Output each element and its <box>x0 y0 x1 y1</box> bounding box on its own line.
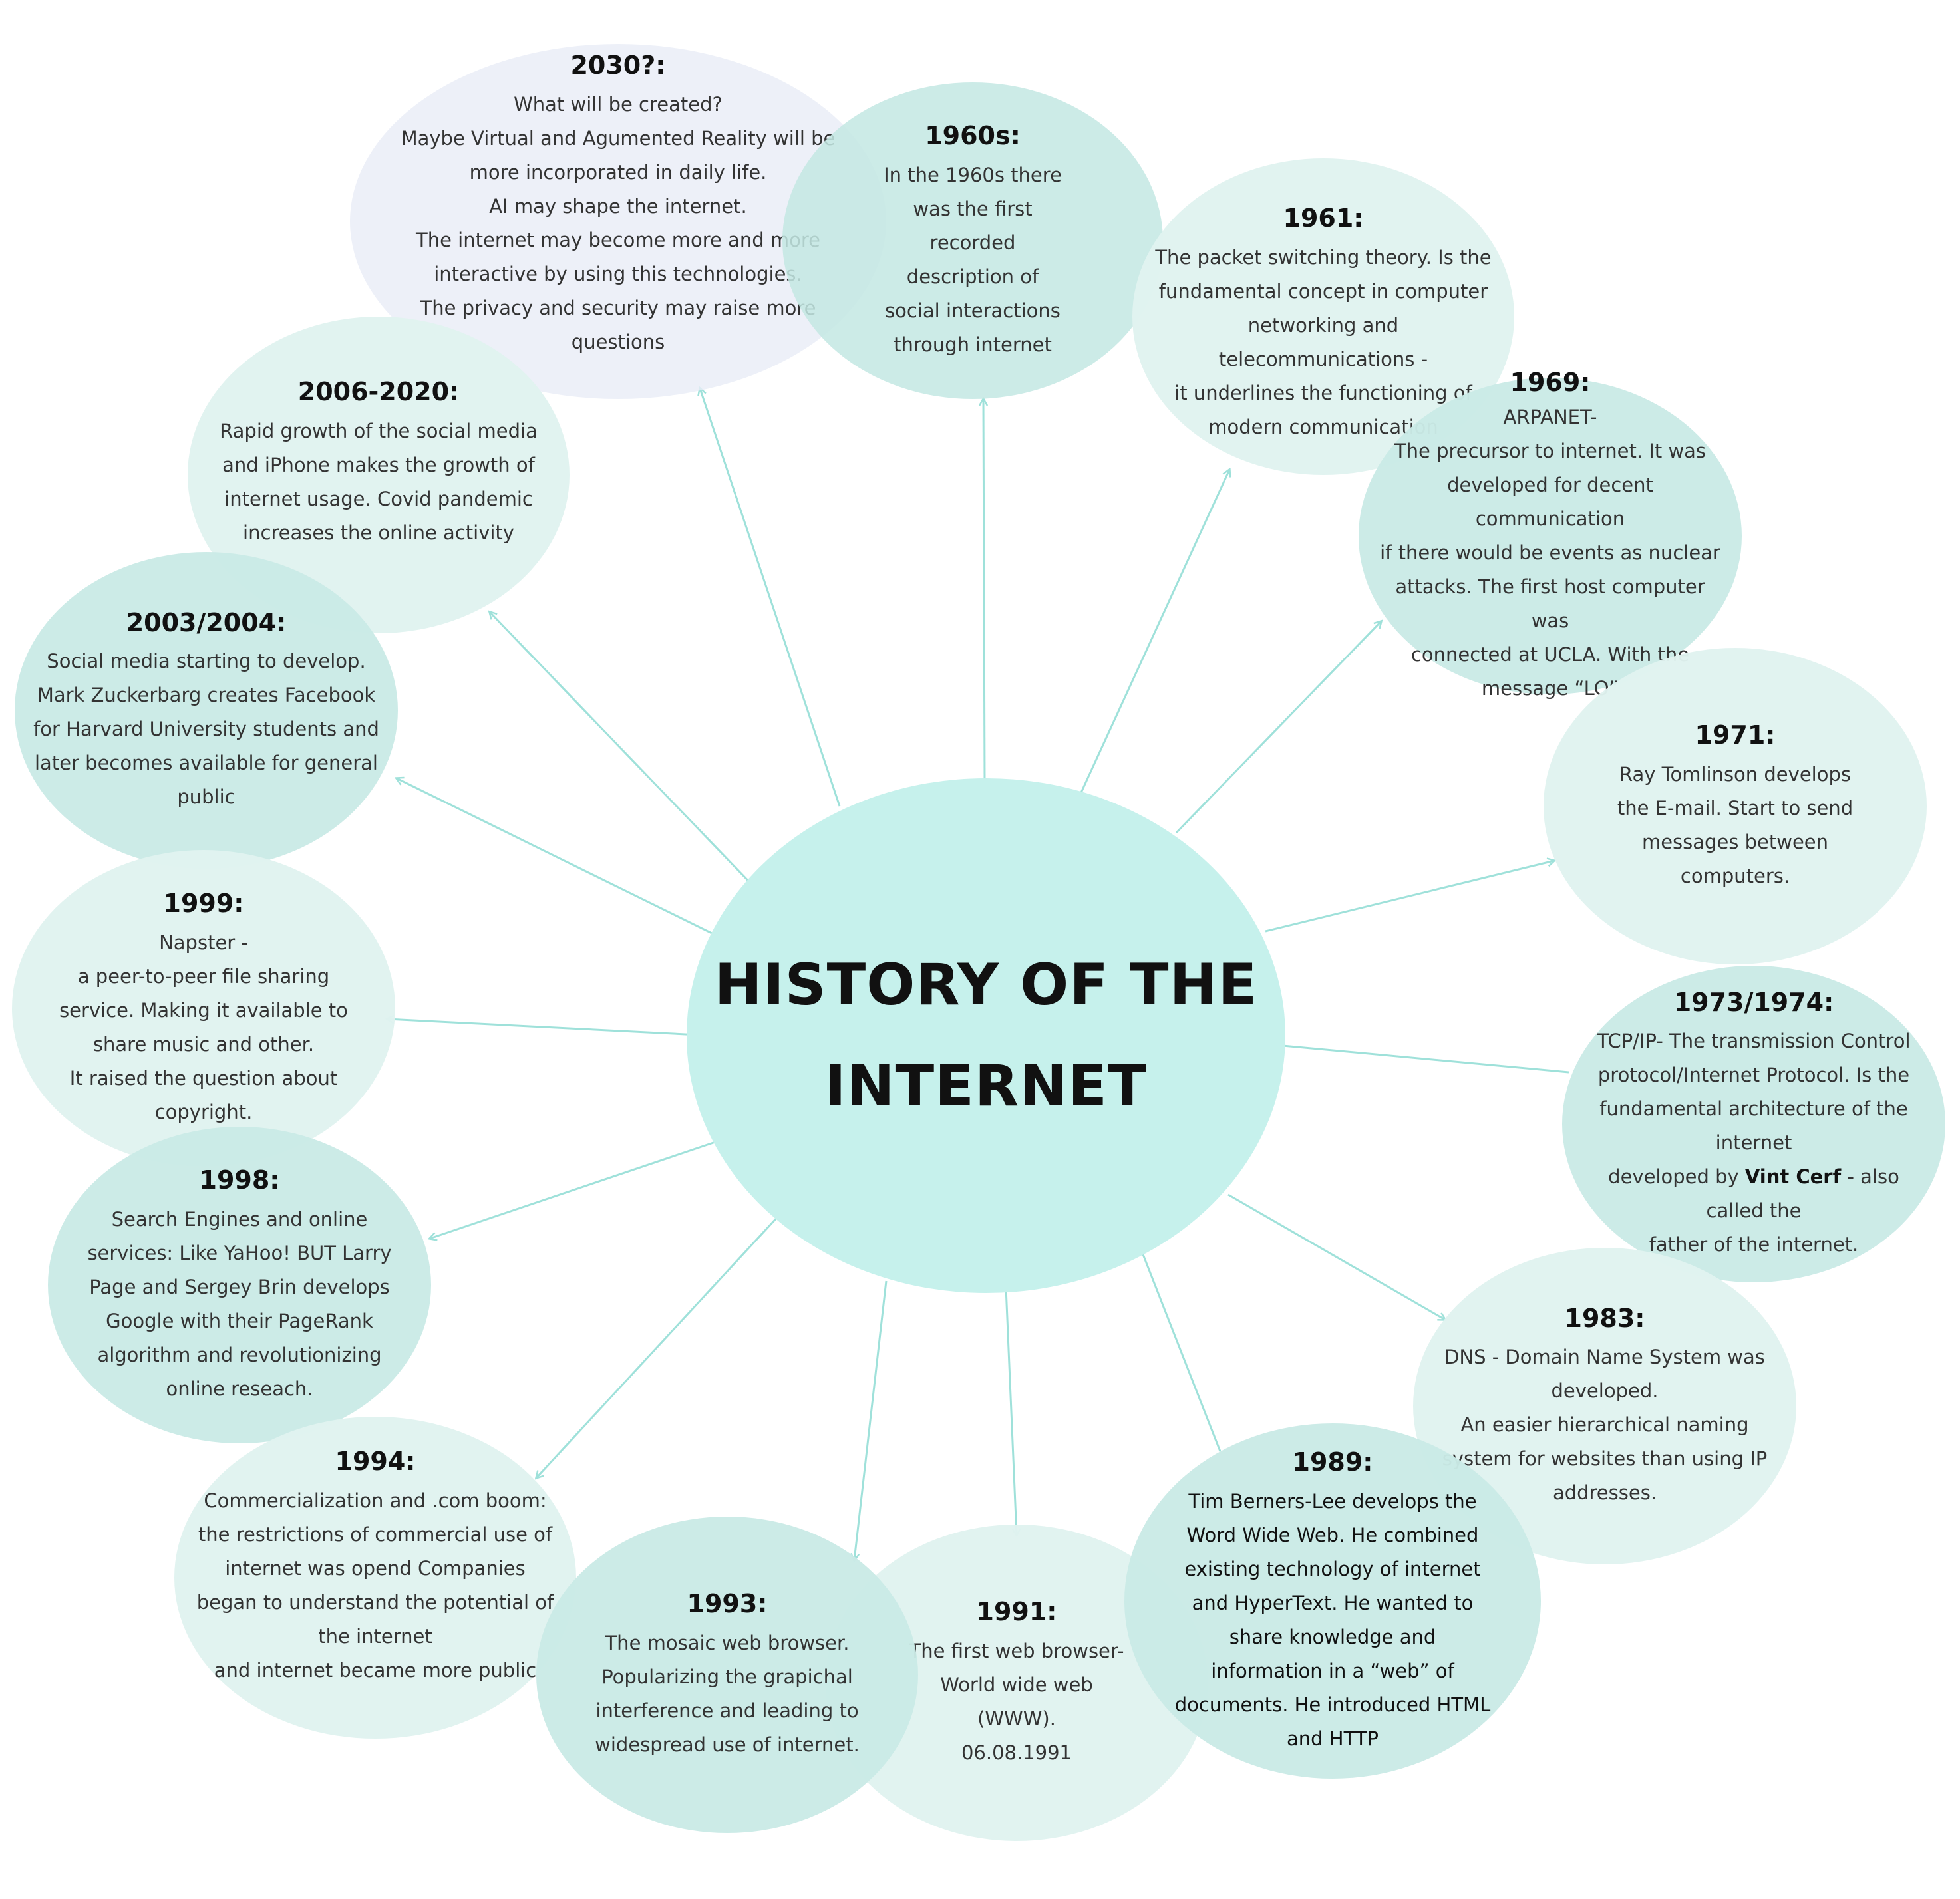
node-2030-text: What will be created? Maybe Virtual and … <box>401 92 836 353</box>
node-1983: 1983: DNS - Domain Name System was devel… <box>1413 1248 1796 1564</box>
node-1989: 1989: Tim Berners-Lee develops the Word … <box>1124 1423 1541 1779</box>
node-1994: 1994: Commercialization and .com boom: t… <box>174 1417 576 1739</box>
node-2003-text: Social media starting to develop. Mark Z… <box>33 650 379 809</box>
arrow-to-1969 <box>1175 621 1381 834</box>
node-1994-year: 1994: <box>335 1447 416 1477</box>
node-1999: 1999: Napster - a peer-to-peer file shar… <box>12 850 395 1167</box>
arrow-to-1991 <box>1005 1287 1017 1535</box>
node-1973-year: 1973/1974: <box>1673 987 1834 1017</box>
arrow-to-1960s <box>983 399 985 783</box>
arrow-to-1999 <box>387 1019 699 1036</box>
node-1960s-year: 1960s: <box>925 121 1021 151</box>
node-1998-year: 1998: <box>199 1165 280 1195</box>
line-to-1973 <box>1282 1044 1569 1074</box>
node-2006-text: Rapid growth of the social media and iPh… <box>220 419 538 544</box>
vint-cerf-name: Vint Cerf <box>1744 1165 1842 1189</box>
node-1999-text: Napster - a peer-to-peer file sharing se… <box>59 931 348 1123</box>
node-1961-year: 1961: <box>1283 204 1364 233</box>
arrow-to-2003 <box>397 778 714 935</box>
node-2003-year: 2003/2004: <box>126 607 287 637</box>
arrow-to-1998 <box>430 1140 718 1239</box>
node-1960s-text: In the 1960s there was the first recorde… <box>884 163 1062 356</box>
node-1983-year: 1983: <box>1564 1303 1645 1333</box>
node-1993-text: The mosaic web browser. Popularizing the… <box>595 1631 860 1756</box>
node-1993-year: 1993: <box>687 1589 768 1619</box>
arrow-to-1993 <box>854 1280 888 1560</box>
node-1969-text: ARPANET- The precursor to internet. It w… <box>1380 406 1720 700</box>
node-1969: 1969: ARPANET- The precursor to internet… <box>1359 368 1742 700</box>
node-1989-year: 1989: <box>1292 1447 1373 1477</box>
node-1989-text: Tim Berners-Lee develops the Word Wide W… <box>1174 1489 1491 1750</box>
arrow-to-2030 <box>700 388 841 807</box>
node-2030-year: 2030?: <box>570 51 666 80</box>
node-1971-text: Ray Tomlinson develops the E-mail. Start… <box>1617 762 1854 887</box>
node-1991-year: 1991: <box>976 1597 1057 1627</box>
node-1994-text: Commercialization and .com boom: the res… <box>196 1489 554 1681</box>
arrow-to-1983 <box>1227 1193 1445 1320</box>
node-1983-text: DNS - Domain Name System was developed. … <box>1442 1346 1768 1505</box>
node-1998-text: Search Engines and online services: Like… <box>87 1207 392 1400</box>
node-1971-year: 1971: <box>1695 720 1776 750</box>
node-1998: 1998: Search Engines and online services… <box>48 1127 431 1443</box>
node-2003-2004: 2003/2004: Social media starting to deve… <box>15 552 398 869</box>
node-1960s: 1960s: In the 1960s there was the first … <box>782 82 1163 399</box>
line-to-1989 <box>1142 1254 1222 1452</box>
node-1973-1974: 1973/1974: TCP/IP- The transmission Cont… <box>1562 966 1945 1282</box>
arrow-to-1971 <box>1265 861 1554 933</box>
page-title: HISTORY OF THE INTERNET <box>714 952 1258 1119</box>
node-1961-text: The packet switching theory. Is the fund… <box>1155 245 1492 438</box>
arrow-to-1961 <box>1078 470 1229 798</box>
arrow-to-1994 <box>536 1213 781 1478</box>
node-1993: 1993: The mosaic web browser. Popularizi… <box>536 1517 918 1833</box>
arrow-to-2006 <box>490 612 757 890</box>
node-1999-year: 1999: <box>163 889 244 919</box>
node-1971: 1971: Ray Tomlinson develops the E-mail.… <box>1544 648 1927 964</box>
node-2006-year: 2006-2020: <box>297 377 460 407</box>
node-1991-text: The first web browser- World wide web (W… <box>909 1639 1124 1764</box>
node-1973-text: TCP/IP- The transmission Control protoco… <box>1597 1030 1911 1256</box>
center-topic: HISTORY OF THE INTERNET <box>687 778 1285 1293</box>
node-1969-year: 1969: <box>1510 367 1591 397</box>
